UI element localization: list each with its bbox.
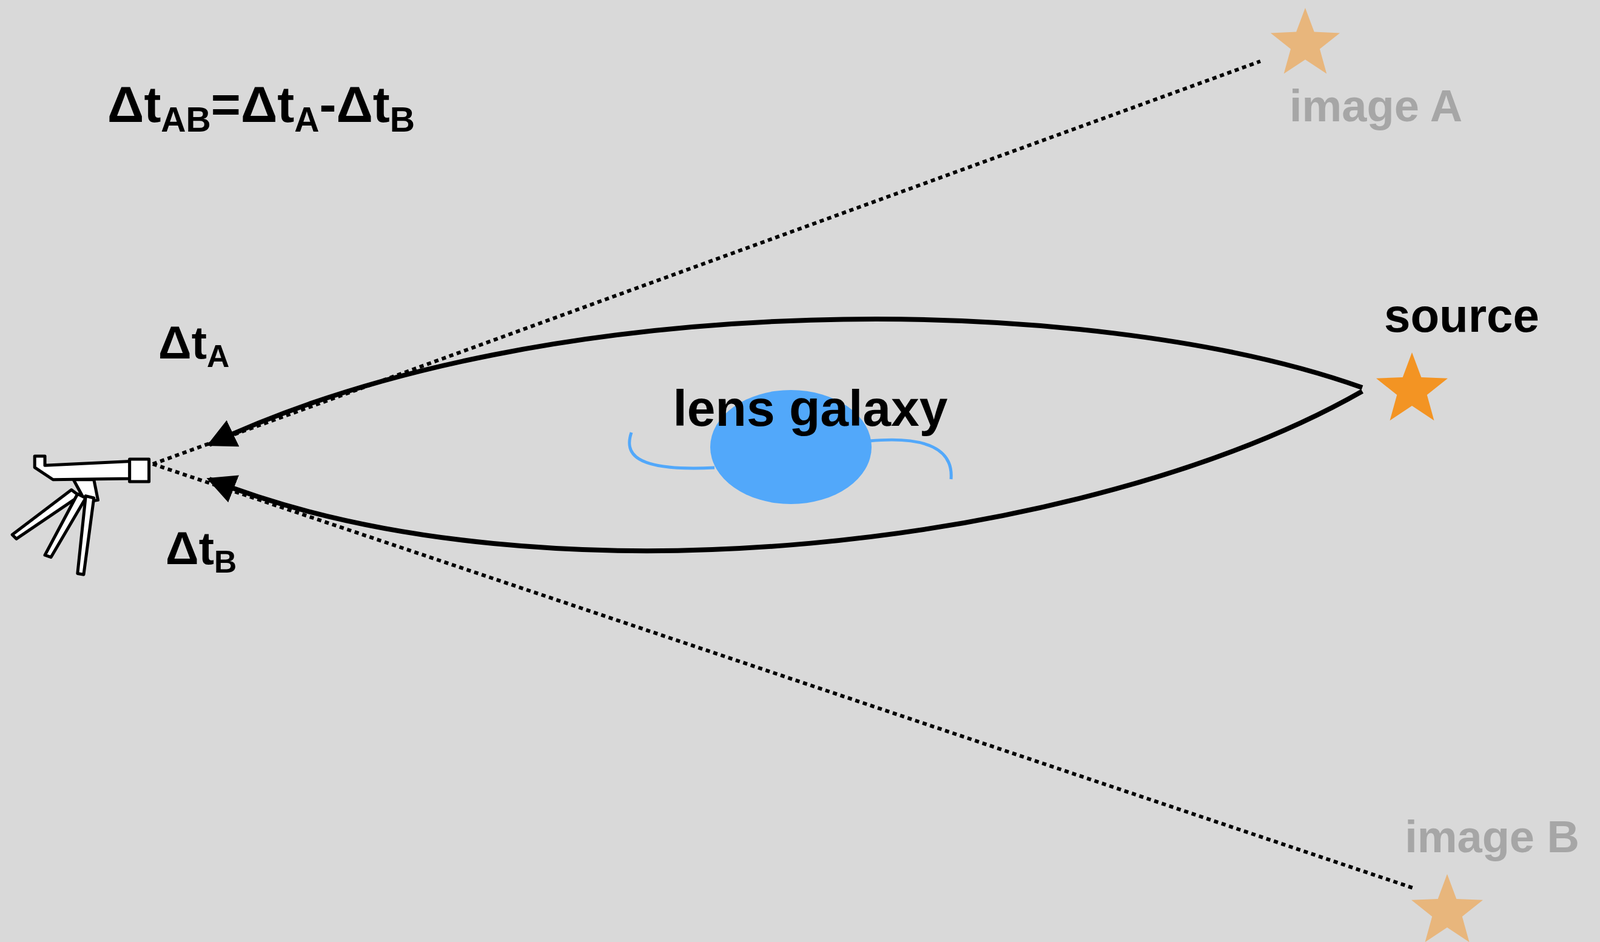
node-label: lens galaxy — [673, 379, 948, 438]
sight-line — [152, 61, 1261, 464]
sight-line — [152, 463, 1414, 888]
delay-label: ΔtA — [158, 314, 230, 375]
node-label: source — [1384, 288, 1540, 344]
star-symbol — [1376, 352, 1448, 421]
light-path — [209, 319, 1363, 445]
node-label: image B — [1404, 810, 1580, 863]
spiral-arm — [629, 432, 715, 469]
delay-label: ΔtB — [165, 520, 237, 581]
spiral-arm — [869, 439, 952, 480]
node-label: image A — [1289, 80, 1463, 132]
labelled-shape: lens galaxy — [669, 376, 952, 441]
telescope — [12, 456, 149, 575]
labelled-shape: image B — [1401, 808, 1584, 865]
star-symbol — [1270, 7, 1340, 74]
labelled-shape: image A — [1285, 77, 1466, 135]
star-symbol — [1411, 873, 1483, 942]
formula-label: ΔtAB=ΔtA-ΔtB — [107, 73, 415, 141]
labelled-shape: source — [1380, 286, 1543, 346]
